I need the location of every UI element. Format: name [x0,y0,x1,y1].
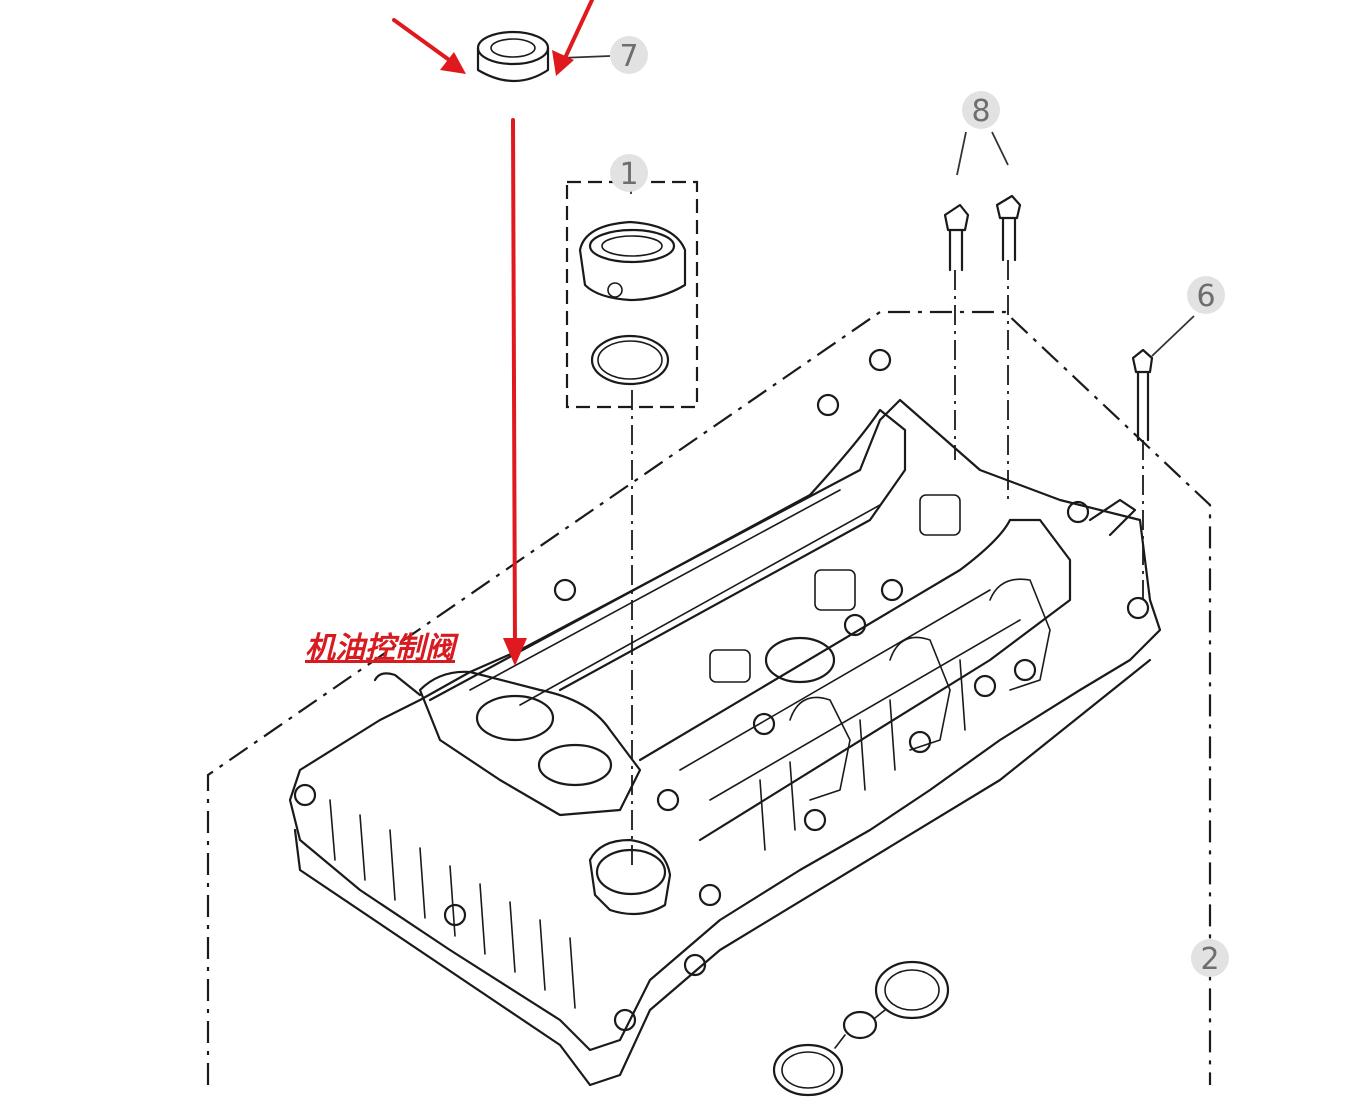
bolt-pair [943,194,1022,272]
svg-text:6: 6 [1196,279,1215,314]
valve-cover-gasket [772,960,950,1097]
bolt-single [1131,348,1154,442]
svg-text:7: 7 [619,39,638,74]
oil-filler-cap-assembly [565,180,699,409]
oil-control-valve-seal [476,30,550,82]
svg-text:1: 1 [619,157,638,192]
front-ribs [329,659,966,1009]
valve-cover [288,348,1162,1087]
callout-7: 7 [610,36,648,74]
callout-8: 8 [962,91,1000,129]
callout-1: 1 [610,154,648,192]
assembly-boundary [206,310,1212,1085]
red-annotation: 机油控制阀 [305,0,594,666]
svg-text:8: 8 [971,94,990,129]
leader-lines [559,55,1195,357]
callout-2: 2 [1191,939,1229,977]
callout-6: 6 [1187,276,1225,314]
assembly-axes [631,260,1144,870]
svg-text:2: 2 [1200,942,1219,977]
bolt-bosses [293,348,1150,1032]
oil-control-valve-label: 机油控制阀 [305,631,459,666]
